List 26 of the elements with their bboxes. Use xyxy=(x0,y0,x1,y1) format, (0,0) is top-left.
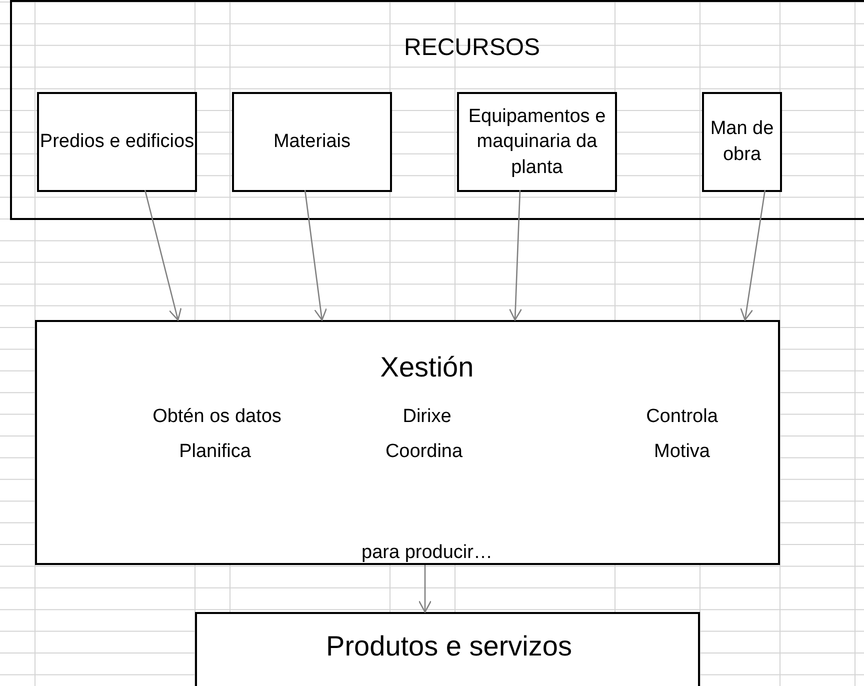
box-text: Obtén os datos xyxy=(152,405,282,429)
process-box xyxy=(37,92,197,192)
arrow xyxy=(740,190,766,321)
box-title: Xestión xyxy=(380,350,474,384)
box-label: Materiais xyxy=(273,130,351,154)
box-title: RECURSOS xyxy=(404,33,540,63)
arrow xyxy=(304,190,328,321)
box-text: Dirixe xyxy=(402,405,452,429)
box-text: Controla xyxy=(646,405,718,429)
process-box xyxy=(702,92,782,192)
box-label: Man de obra xyxy=(709,117,775,167)
box-text: Coordina xyxy=(385,440,463,464)
process-box xyxy=(457,92,617,192)
box-text: para producir… xyxy=(362,541,492,565)
process-box xyxy=(195,612,700,686)
box-text: Planifica xyxy=(179,440,251,464)
box-label: Predios e edificios xyxy=(40,130,194,154)
arrow xyxy=(418,565,432,613)
group-box xyxy=(10,0,864,220)
process-box xyxy=(232,92,392,192)
arrow xyxy=(508,190,522,321)
box-title: Produtos e servizos xyxy=(326,630,572,664)
process-box xyxy=(35,320,780,565)
arrow xyxy=(144,190,182,321)
box-label: Equipamentos e maquinaria da planta xyxy=(467,104,607,180)
box-text: Motiva xyxy=(654,440,710,464)
